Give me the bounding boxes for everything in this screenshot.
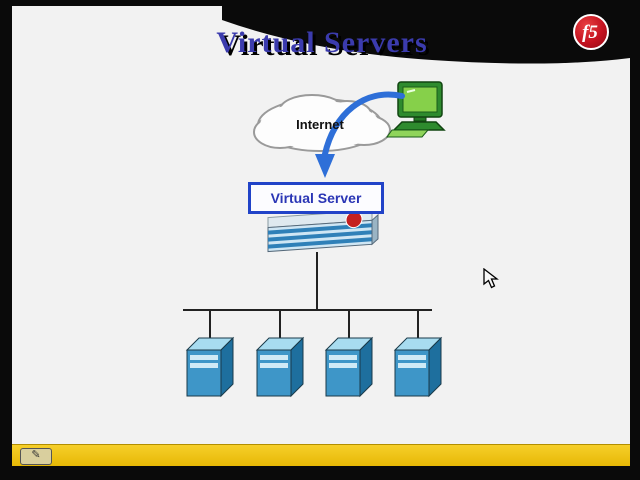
network-diagram xyxy=(183,81,446,398)
server-tower-icon xyxy=(393,336,443,398)
network-bus-line xyxy=(183,252,432,338)
slide[interactable]: Virtual Servers f5 xyxy=(12,6,630,466)
mouse-cursor xyxy=(483,268,499,289)
annotation-pen-button[interactable]: ✎ xyxy=(20,448,52,465)
bottom-bar: ✎ xyxy=(12,444,630,466)
slide-title: Virtual Servers xyxy=(216,26,428,59)
traffic-arrow-icon xyxy=(315,91,405,178)
virtual-server-label: Virtual Server xyxy=(270,190,362,206)
server-tower-icon xyxy=(255,336,305,398)
pen-icon: ✎ xyxy=(31,449,41,461)
bigip-appliance-icon xyxy=(267,209,379,253)
f5-logo: f5 xyxy=(573,14,609,50)
server-tower-icon xyxy=(185,336,235,398)
slide-decoration-swoosh xyxy=(222,6,630,64)
server-tower-icon xyxy=(324,336,374,398)
f5-logo-text: f5 xyxy=(582,21,598,43)
internet-label: Internet xyxy=(296,117,344,132)
client-computer-icon xyxy=(386,81,446,138)
virtual-server-box: Virtual Server xyxy=(248,182,384,214)
